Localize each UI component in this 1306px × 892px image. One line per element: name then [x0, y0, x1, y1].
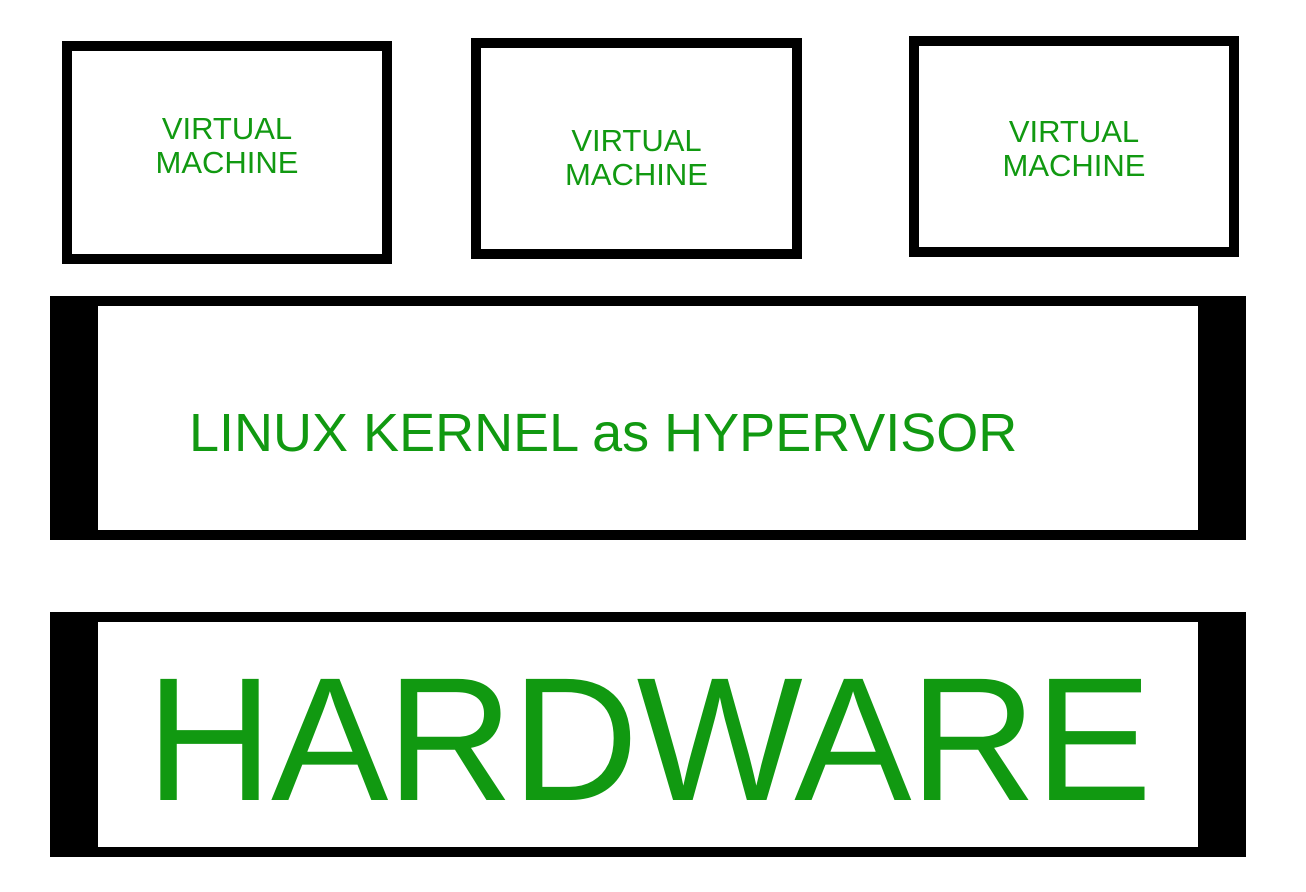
virtual-machine-box-1: VIRTUAL MACHINE	[62, 41, 392, 264]
virtual-machine-label-2: VIRTUAL MACHINE	[565, 123, 708, 192]
virtual-machine-label-3: VIRTUAL MACHINE	[1002, 114, 1146, 183]
virtual-machine-box-2: VIRTUAL MACHINE	[471, 38, 802, 259]
hardware-label: HARDWARE	[145, 642, 1152, 838]
kernel-hypervisor-layer: LINUX KERNEL as HYPERVISOR	[50, 296, 1246, 540]
hardware-layer: HARDWARE	[50, 612, 1246, 857]
kernel-hypervisor-label: LINUX KERNEL as HYPERVISOR	[189, 403, 1018, 463]
virtual-machine-box-3: VIRTUAL MACHINE	[909, 36, 1239, 257]
virtual-machine-label-1: VIRTUAL MACHINE	[155, 111, 299, 180]
